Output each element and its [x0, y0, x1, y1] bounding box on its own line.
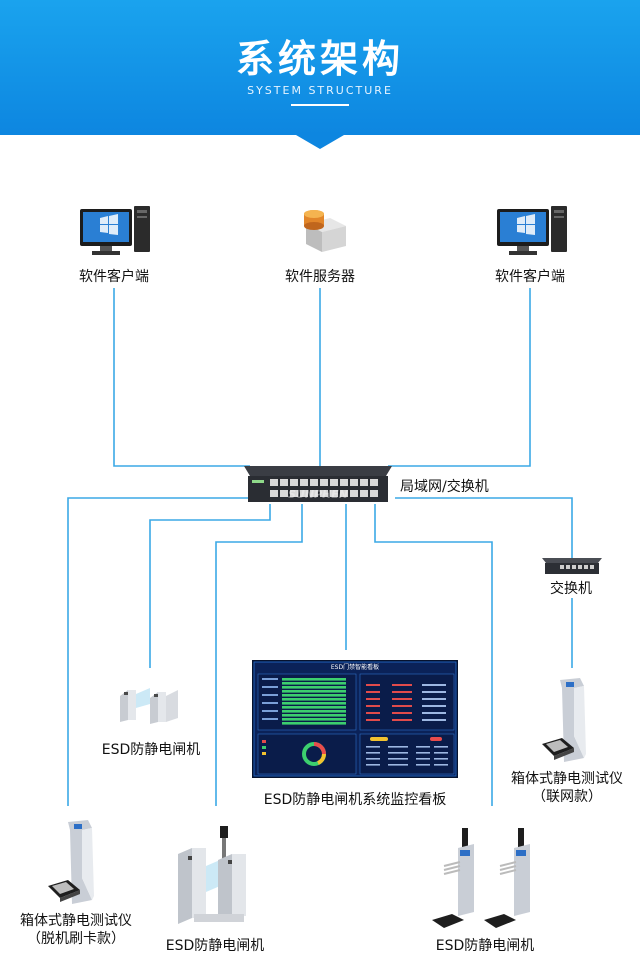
- main-switch-icon: SUNPHEN: [244, 466, 392, 502]
- page-title: 系统架构: [235, 37, 404, 81]
- tester-net-label-line2: （联网款）: [532, 789, 602, 805]
- tester-off-label-line2: （脱机刷卡款）: [27, 931, 125, 947]
- wire-sub-switch: [395, 497, 573, 560]
- gate-icon: [432, 828, 530, 928]
- board-label: ESD防静电闸机系统监控看板: [263, 792, 447, 808]
- switch-watermark: SUNPHEN: [288, 488, 348, 501]
- header-pointer: [296, 135, 344, 149]
- gate-icon: [178, 826, 246, 924]
- server-icon: [304, 210, 346, 252]
- gate-top-label: ESD防静电闸机: [101, 742, 201, 758]
- wire-tester-offline: [67, 497, 250, 806]
- sub-switch-icon: [542, 558, 602, 574]
- wire-client-right: [388, 288, 531, 467]
- tester-off-label-line1: 箱体式静电测试仪: [20, 913, 132, 929]
- tester-net-label: 箱体式静电测试仪 （联网款）: [500, 770, 634, 806]
- tester-off-label: 箱体式静电测试仪 （脱机刷卡款）: [4, 912, 148, 948]
- gate-icon: [120, 688, 178, 724]
- sub-switch-label: 交换机: [550, 581, 592, 597]
- wire-gate-bottom-mid: [215, 504, 303, 806]
- wire-client-left: [113, 288, 250, 467]
- gate-bottom-right-label: ESD防静电闸机: [435, 938, 535, 954]
- tester-net-label-line1: 箱体式静电测试仪: [511, 771, 623, 787]
- main-switch-label: 局域网/交换机: [400, 479, 489, 495]
- computer-icon: [80, 206, 150, 255]
- wire-gate-bottom-right: [374, 504, 493, 806]
- client-left-label: 软件客户端: [79, 269, 149, 285]
- esd-tester-icon: [542, 678, 586, 762]
- subtitle-underline: [291, 104, 349, 106]
- esd-tester-icon: [48, 820, 94, 904]
- monitoring-board-screen: ESD门禁智能看板: [252, 660, 458, 778]
- board-title: ESD门禁智能看板: [331, 663, 379, 671]
- computer-icon: [497, 206, 567, 255]
- page-subtitle: SYSTEM STRUCTURE: [247, 84, 393, 97]
- header-banner: 系统架构 SYSTEM STRUCTURE: [0, 0, 640, 135]
- client-right-label: 软件客户端: [495, 269, 565, 285]
- wire-gate-top: [149, 504, 271, 668]
- gate-bottom-mid-label: ESD防静电闸机: [165, 938, 265, 954]
- server-label: 软件服务器: [285, 269, 355, 285]
